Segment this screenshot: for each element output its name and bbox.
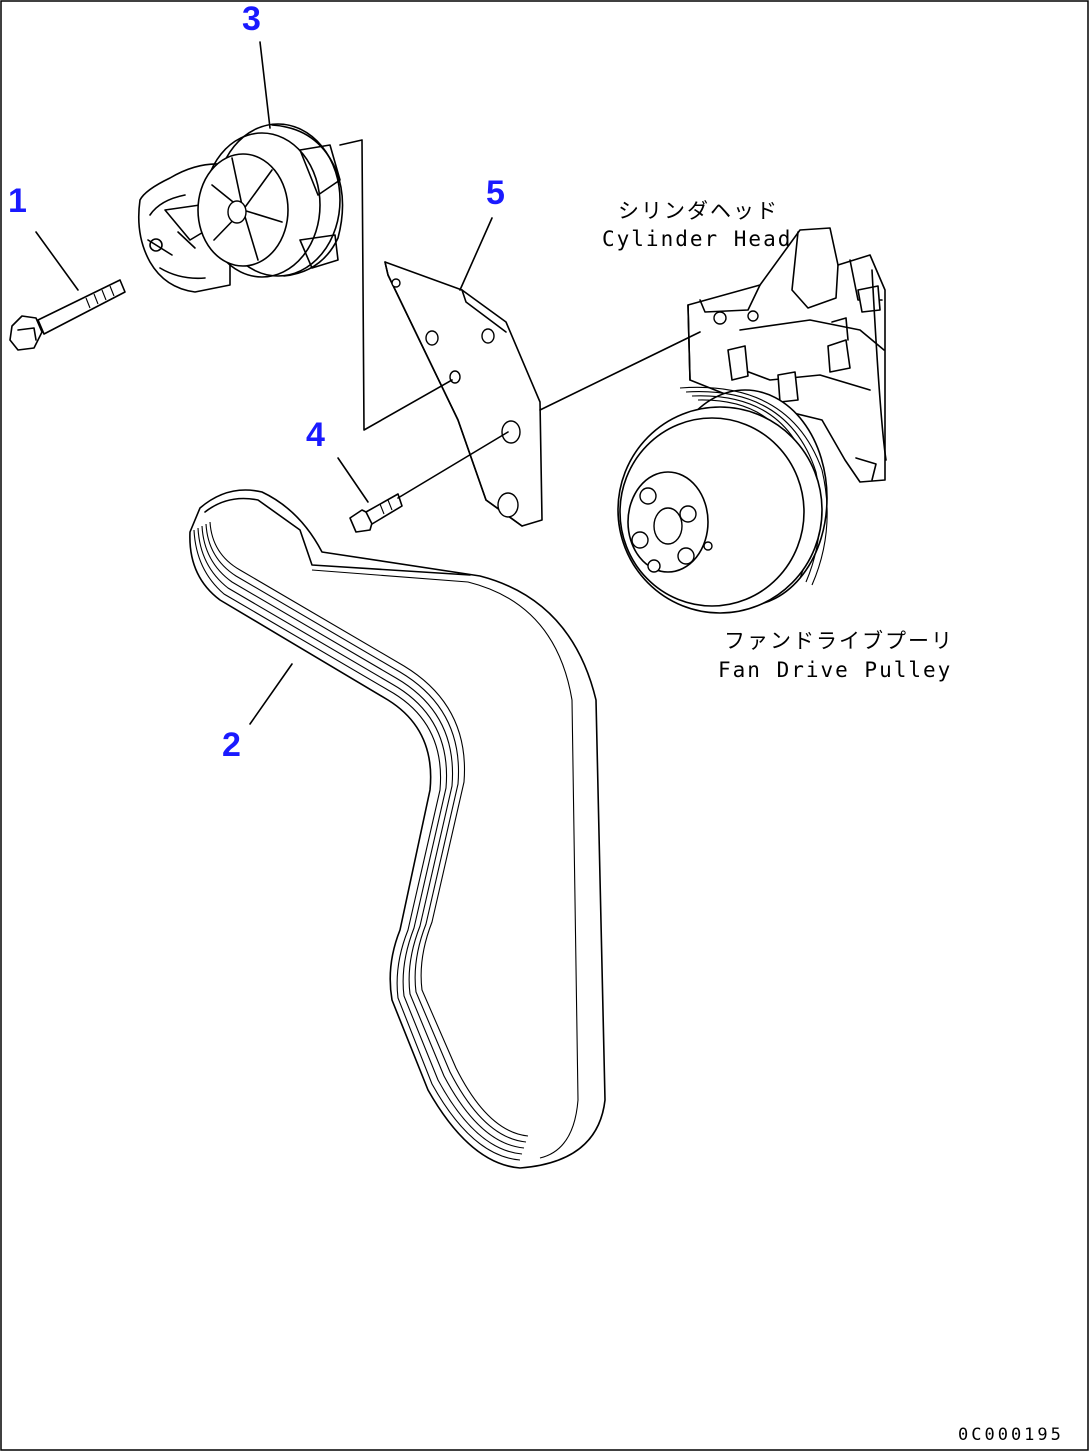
bolt-4 bbox=[349, 493, 403, 533]
cylinder-head-label-jp: シリンダヘッド bbox=[618, 199, 779, 223]
fan-pulley-label-jp: ファンドライブプーリ bbox=[724, 629, 954, 653]
bolt-1 bbox=[9, 279, 126, 351]
bracket-5 bbox=[384, 261, 543, 527]
drawing-code: 0C000195 bbox=[958, 1425, 1064, 1445]
tensioner-assembly bbox=[137, 123, 344, 293]
callout-2: 2 bbox=[222, 726, 241, 764]
callout-3: 3 bbox=[242, 0, 261, 38]
cylinder-head-label-en: Cylinder Head bbox=[602, 227, 792, 251]
leader-lines bbox=[35, 41, 701, 725]
fan-drive-pulley bbox=[617, 386, 828, 614]
callout-4: 4 bbox=[306, 416, 325, 454]
belt-2 bbox=[189, 489, 606, 1169]
callout-5: 5 bbox=[486, 174, 505, 212]
fan-pulley-label-en: Fan Drive Pulley bbox=[718, 658, 952, 682]
callout-1: 1 bbox=[8, 182, 27, 220]
